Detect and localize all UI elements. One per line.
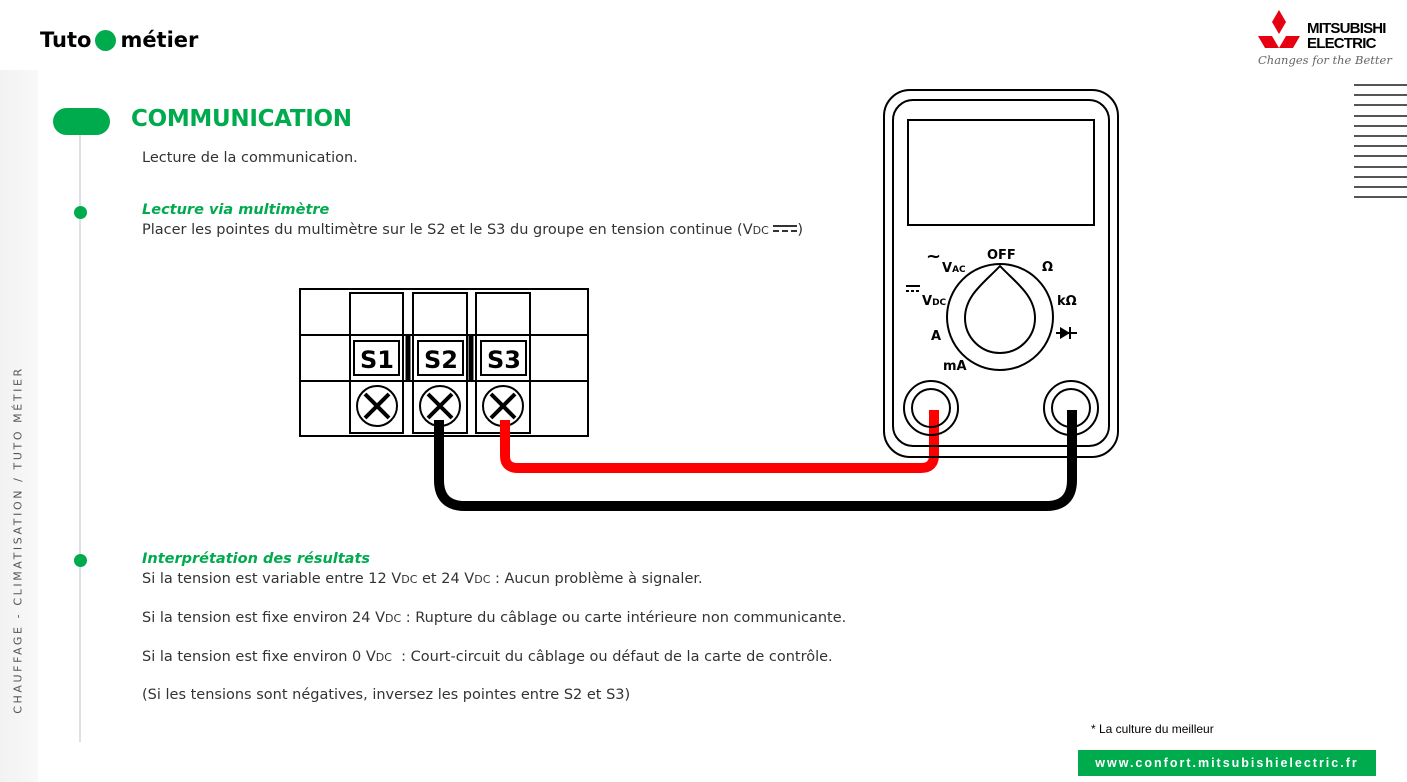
brand-title: Tuto métier — [40, 28, 198, 52]
dial-vdc-label: VDC — [922, 294, 947, 309]
ac-tilde-icon: ~ — [926, 246, 941, 267]
section-title: COMMUNICATION — [131, 106, 352, 132]
step2-heading: Interprétation des résultats — [142, 551, 371, 567]
multimeter — [883, 89, 1119, 458]
dial-off-label: OFF — [987, 248, 1016, 263]
section-pill — [53, 108, 110, 135]
timeline — [79, 125, 81, 742]
red-probe-wire — [500, 410, 939, 473]
bullet-icon — [74, 206, 87, 219]
footer-note: * La culture du meilleur — [1091, 722, 1214, 736]
website-link[interactable]: www.confort.mitsubishielectric.fr — [1078, 750, 1376, 776]
terminal-label-s2: S2 — [424, 346, 458, 374]
screw-icon — [356, 385, 398, 427]
dial-kohm-label: kΩ — [1057, 294, 1077, 309]
step1-text: Placer les pointes du multimètre sur le … — [142, 222, 804, 238]
decorative-lines — [1354, 84, 1407, 206]
black-probe-wire — [434, 410, 1077, 511]
logo-line1: MITSUBISHI — [1307, 20, 1386, 37]
dial-ohm-label: Ω — [1042, 260, 1053, 275]
dial-ma-label: mA — [943, 359, 967, 374]
terminal-label-s3: S3 — [487, 346, 521, 374]
terminal-label-s1: S1 — [360, 346, 394, 374]
result-line-4: (Si les tensions sont négatives, inverse… — [142, 687, 631, 703]
brand-left: Tuto — [40, 28, 92, 52]
mitsubishi-logo: MITSUBISHI ELECTRIC Changes for the Bett… — [1256, 8, 1396, 72]
dc-symbol-icon — [773, 224, 798, 232]
result-line-1: Si la tension est variable entre 12 VDC … — [142, 571, 703, 587]
intro-text: Lecture de la communication. — [142, 150, 358, 166]
brand-dot-icon — [95, 29, 117, 51]
dial-a-label: A — [931, 329, 941, 344]
brand-right: métier — [120, 28, 199, 52]
terminal-block — [299, 288, 589, 437]
dial-vac-label: VAC — [942, 261, 966, 276]
multimeter-screen — [907, 119, 1095, 226]
bullet-icon — [74, 554, 87, 567]
result-line-3: Si la tension est fixe environ 0 VDC : C… — [142, 649, 833, 665]
diode-icon — [1056, 327, 1077, 339]
logo-line2: ELECTRIC — [1307, 35, 1377, 52]
side-strip: CHAUFFAGE - CLIMATISATION / TUTO MÉTIER — [0, 70, 38, 782]
logo-tagline: Changes for the Better — [1258, 53, 1393, 67]
three-diamonds-icon: MITSUBISHI ELECTRIC Changes for the Bett… — [1258, 10, 1393, 67]
rotary-dial — [946, 263, 1054, 371]
result-line-2: Si la tension est fixe environ 24 VDC : … — [142, 610, 847, 626]
step1-heading: Lecture via multimètre — [142, 202, 330, 218]
